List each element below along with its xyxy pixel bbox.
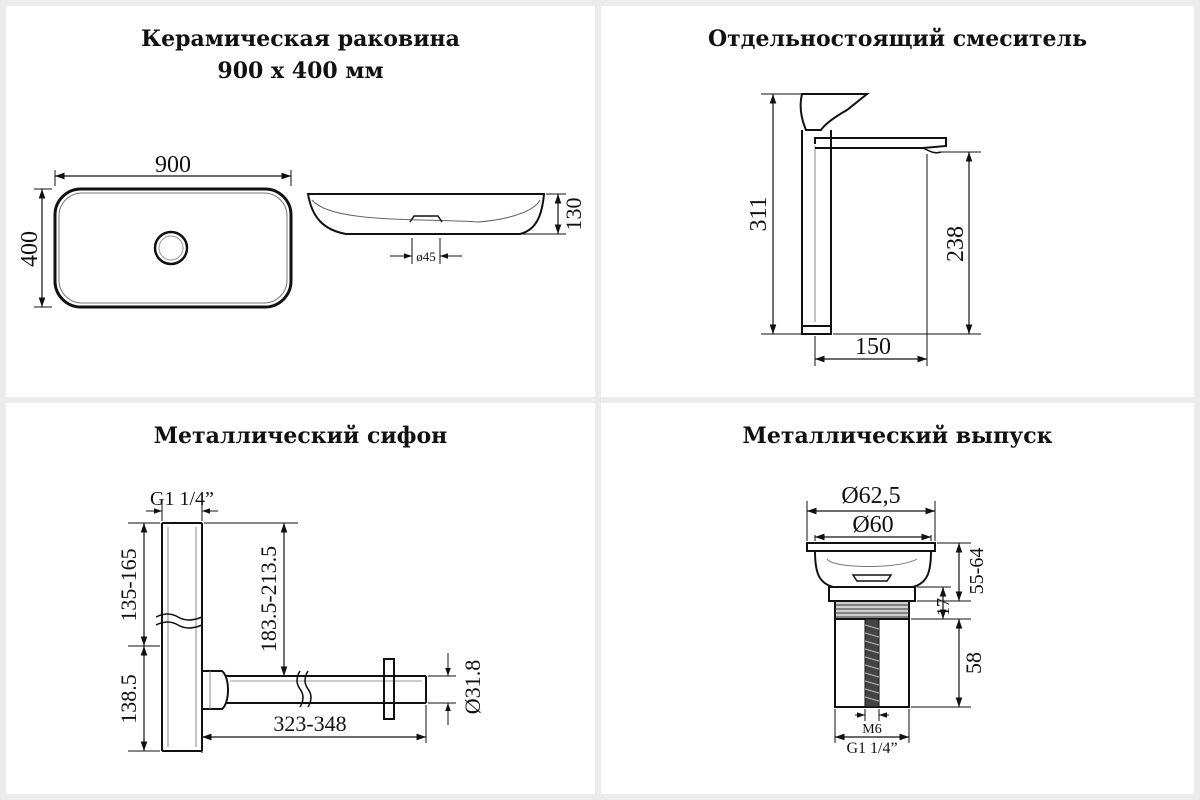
sink-title-line2: 900 х 400 мм: [217, 58, 384, 84]
faucet-drawing: 311 238 150: [746, 93, 981, 366]
drain-drawing: Ø62,5 Ø60 55-64 17 58 M6 G1 1/4”: [806, 483, 988, 757]
sink-title-line1: Керамическая раковина: [141, 26, 460, 52]
faucet-title: Отдельностоящий смеситель: [707, 26, 1088, 52]
siphon-upper-height-label: 135-165: [116, 548, 141, 621]
siphon-drop-label: 183.5-213.5: [256, 546, 281, 652]
siphon-length-label: 323-348: [273, 711, 346, 736]
faucet-panel: Отдельностоящий смеситель 311 238: [601, 6, 1194, 397]
sink-height-label: 130: [561, 198, 586, 231]
drain-panel: Металлический выпуск: [601, 403, 1194, 794]
drain-outer-diameter-label: Ø62,5: [841, 483, 900, 509]
sink-top-view: [53, 187, 293, 309]
drain-thread-length-label: 58: [961, 652, 986, 674]
drain-outline: [806, 542, 936, 708]
siphon-title: Металлический сифон: [153, 423, 448, 449]
drain-title: Металлический выпуск: [742, 423, 1053, 449]
drain-inner-diameter-label: Ø60: [852, 512, 893, 538]
faucet-total-height-label: 311: [746, 196, 772, 231]
sink-drawing: 900 400 130 ø45: [17, 152, 586, 309]
sink-side-view: [306, 193, 546, 235]
siphon-thread-label: G1 1/4”: [150, 488, 214, 510]
siphon-outline: [155, 522, 427, 752]
drain-screw-label: M6: [862, 722, 881, 737]
sink-drain-diameter-label: ø45: [416, 249, 436, 264]
drain-flange-label: 17: [933, 598, 953, 616]
faucet-spout-reach-label: 150: [855, 334, 891, 360]
sink-width-label: 900: [155, 152, 191, 178]
faucet-spout-height-label: 238: [943, 226, 969, 262]
drain-range-label: 55-64: [966, 548, 988, 595]
siphon-drawing: G1 1/4” 135-165 138.5 183.5-213.5 323-34…: [116, 488, 485, 753]
siphon-lower-height-label: 138.5: [116, 674, 141, 724]
sink-panel: Керамическая раковина 900 х 400 мм 900 4…: [6, 6, 595, 397]
faucet-outline: [799, 93, 947, 335]
drain-thread-label: G1 1/4”: [846, 740, 897, 757]
sink-depth-label: 400: [17, 231, 43, 267]
siphon-panel: Металлический сифон: [6, 403, 595, 794]
siphon-outlet-diameter-label: Ø31.8: [460, 660, 485, 714]
